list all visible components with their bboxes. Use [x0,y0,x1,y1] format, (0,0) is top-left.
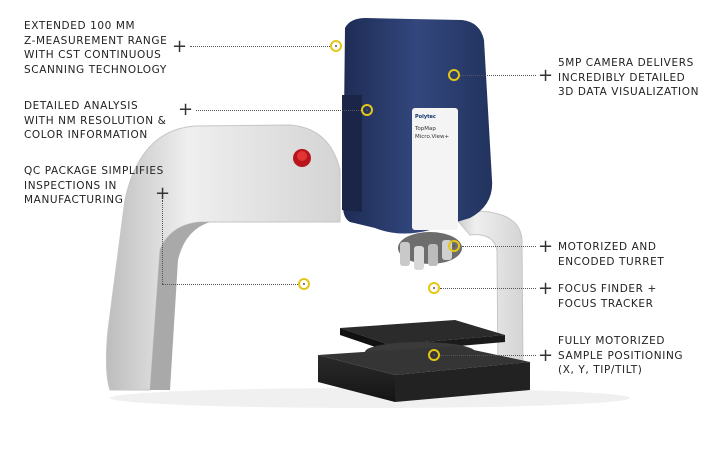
hotspot-focus[interactable] [428,282,440,294]
callout-line: SAMPLE POSITIONING [558,349,684,362]
plus-icon[interactable]: + [538,278,554,299]
callout-line: MANUFACTURING [24,194,124,206]
objective-2 [414,246,424,270]
callout-line: FOCUS FINDER + [558,283,657,295]
hotspot-turret[interactable] [448,240,460,252]
plus-icon[interactable]: + [178,99,194,120]
callout-line: COLOR INFORMATION [24,129,148,141]
floor-shadow [110,388,630,408]
callout-qc: QC PACKAGE SIMPLIFIES INSPECTIONS IN MAN… [24,164,164,208]
plus-icon[interactable]: + [538,65,554,86]
objective-1 [400,242,410,266]
callout-line: (X, Y, TIP/TILT) [558,364,643,376]
callout-line: QC PACKAGE SIMPLIFIES [24,165,164,177]
objective-3 [428,244,438,266]
plus-icon[interactable]: + [172,36,188,57]
stage-top-plate [340,320,505,345]
leader-line-turret [462,246,536,247]
stage-base-right [395,362,530,402]
callout-line: 5MP CAMERA DELIVERS [558,57,694,69]
sensor-head-side [342,95,362,212]
frame-left-inner [150,222,210,390]
callout-line: EXTENDED 100 MM [24,20,136,32]
hotspot-camera[interactable] [448,69,460,81]
hotspot-stage[interactable] [428,349,440,361]
callout-stage: FULLY MOTORIZED SAMPLE POSITIONING (X, Y… [558,334,683,378]
brand-logo-text: Polytec [415,114,436,120]
hotspot-z-range[interactable] [330,40,342,52]
callout-line: 3D DATA VISUALIZATION [558,86,700,98]
leader-line-analysis [196,110,361,111]
callout-line: INCREDIBLY DETAILED [558,71,686,84]
callout-camera: 5MP CAMERA DELIVERS INCREDIBLY DETAILED … [558,56,699,100]
plus-icon[interactable]: + [538,236,554,257]
plus-icon[interactable]: + [155,183,171,204]
callout-line: FULLY MOTORIZED [558,335,666,347]
callout-line: FOCUS TRACKER [558,297,654,310]
callout-line: INSPECTIONS IN [24,179,117,192]
callout-focus: FOCUS FINDER + FOCUS TRACKER [558,282,657,311]
leader-line-qc [162,284,298,285]
model-name-line2: Micro.View+ [415,134,450,140]
stage-base-front [318,355,395,402]
callout-line: DETAILED ANALYSIS [24,100,139,112]
device-label-panel: Polytec TopMap Micro.View+ [412,108,458,230]
leader-line-z-range [190,46,330,47]
callout-line: WITH CST CONTINUOUS [24,49,162,61]
callout-line: MOTORIZED AND [558,241,657,253]
callout-analysis: DETAILED ANALYSIS WITH NM RESOLUTION & C… [24,99,166,143]
callout-turret: MOTORIZED AND ENCODED TURRET [558,240,664,269]
plus-icon[interactable]: + [538,345,554,366]
hotspot-analysis[interactable] [361,104,373,116]
leader-line-focus [440,288,536,289]
callout-line: ENCODED TURRET [558,255,665,268]
callout-z-range: EXTENDED 100 MM Z-MEASUREMENT RANGE WITH… [24,19,167,77]
hotspot-qc[interactable] [298,278,310,290]
leader-line-stage [440,355,536,356]
callout-line: SCANNING TECHNOLOGY [24,63,167,76]
callout-line: WITH NM RESOLUTION & [24,114,167,127]
emergency-stop-cap [297,151,307,161]
model-name-line1: TopMap [415,126,436,132]
stage-base-top [318,346,530,375]
leader-line-camera [460,75,536,76]
callout-line: Z-MEASUREMENT RANGE [24,34,168,47]
leader-line-qc-vertical [162,200,163,284]
